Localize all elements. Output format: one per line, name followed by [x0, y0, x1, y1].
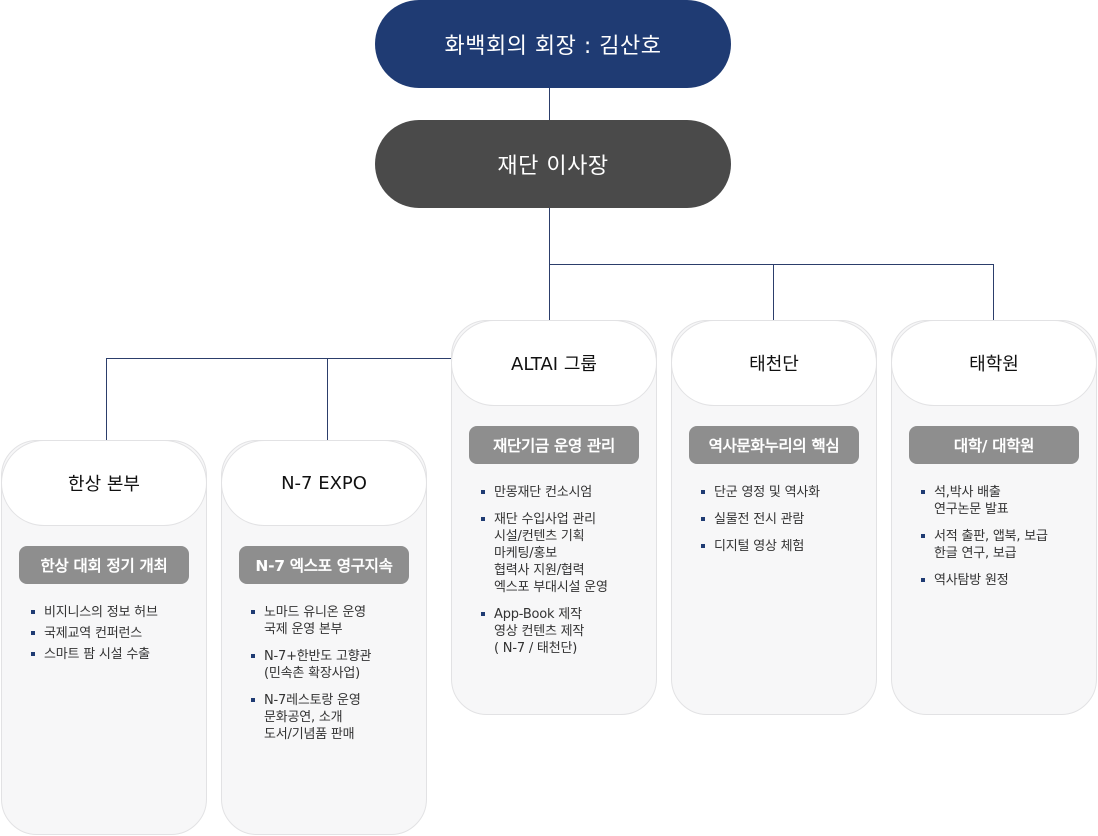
chairman-label: 화백회의 회장 : 김산호 [444, 34, 662, 59]
list-item: 실물전 전시 관람 [701, 511, 868, 528]
division-card-taecheondan: 태천단 역사문화누리의 핵심 단군 영정 및 역사화 실물전 전시 관람 디지털… [671, 320, 877, 715]
division-item-list: 노마드 유니온 운영 국제 운영 본부 N-7+한반도 고향관 (민속촌 확장사… [222, 604, 426, 743]
division-tag: 역사문화누리의 핵심 [689, 426, 859, 464]
list-item: 비지니스의 정보 허브 [31, 604, 198, 621]
division-card-n7expo: N-7 EXPO N-7 엑스포 영구지속 노마드 유니온 운영 국제 운영 본… [221, 440, 427, 835]
division-card-taehakwon: 태학원 대학/ 대학원 석,박사 배출 연구논문 발표 서적 출판, 앱북, 보… [891, 320, 1097, 715]
list-item: N-7레스토랑 운영 문화공연, 소개 도서/기념품 판매 [251, 692, 418, 743]
division-title: ALTAI 그룹 [451, 320, 657, 406]
list-item: 국제교역 컨퍼런스 [31, 625, 198, 642]
division-title: N-7 EXPO [221, 440, 427, 526]
connector-hansang [106, 358, 107, 441]
division-card-altai: ALTAI 그룹 재단기금 운영 관리 만몽재단 컨소시엄 재단 수입사업 관리… [451, 320, 657, 715]
list-item: 만몽재단 컨소시엄 [481, 484, 648, 501]
list-item: 재단 수입사업 관리 시설/컨텐츠 기획 마케팅/홍보 협력사 지원/협력 엑스… [481, 511, 648, 596]
division-tag: 한상 대회 정기 개최 [19, 546, 189, 584]
connector-taecheondan [773, 264, 774, 321]
division-card-hansang: 한상 본부 한상 대회 정기 개최 비지니스의 정보 허브 국제교역 컨퍼런스 … [1, 440, 207, 835]
list-item: N-7+한반도 고향관 (민속촌 확장사업) [251, 648, 418, 682]
list-item: App-Book 제작 영상 컨텐츠 제작 ( N-7 / 태천단) [481, 606, 648, 657]
chairman-box: 화백회의 회장 : 김산호 [375, 0, 731, 88]
list-item: 디지털 영상 체험 [701, 538, 868, 555]
division-tag: 대학/ 대학원 [909, 426, 1079, 464]
list-item: 스마트 팜 시설 수출 [31, 646, 198, 663]
division-tag: N-7 엑스포 영구지속 [239, 546, 409, 584]
list-item: 역사탐방 원정 [921, 572, 1088, 589]
division-title: 태학원 [891, 320, 1097, 406]
connector-chair-director [549, 88, 550, 120]
list-item: 노마드 유니온 운영 국제 운영 본부 [251, 604, 418, 638]
list-item: 단군 영정 및 역사화 [701, 484, 868, 501]
division-title: 태천단 [671, 320, 877, 406]
director-label: 재단 이사장 [497, 154, 609, 179]
connector-left-branch [106, 358, 452, 359]
division-item-list: 석,박사 배출 연구논문 발표 서적 출판, 앱북, 보급 한글 연구, 보급 … [892, 484, 1096, 589]
division-title: 한상 본부 [1, 440, 207, 526]
division-item-list: 비지니스의 정보 허브 국제교역 컨퍼런스 스마트 팜 시설 수출 [2, 604, 206, 663]
division-tag: 재단기금 운영 관리 [469, 426, 639, 464]
division-item-list: 만몽재단 컨소시엄 재단 수입사업 관리 시설/컨텐츠 기획 마케팅/홍보 협력… [452, 484, 656, 657]
division-item-list: 단군 영정 및 역사화 실물전 전시 관람 디지털 영상 체험 [672, 484, 876, 555]
list-item: 석,박사 배출 연구논문 발표 [921, 484, 1088, 518]
director-box: 재단 이사장 [375, 120, 731, 208]
list-item: 서적 출판, 앱북, 보급 한글 연구, 보급 [921, 528, 1088, 562]
connector-n7expo [327, 358, 328, 441]
connector-right-branch [549, 264, 994, 265]
connector-taehakwon [993, 264, 994, 321]
